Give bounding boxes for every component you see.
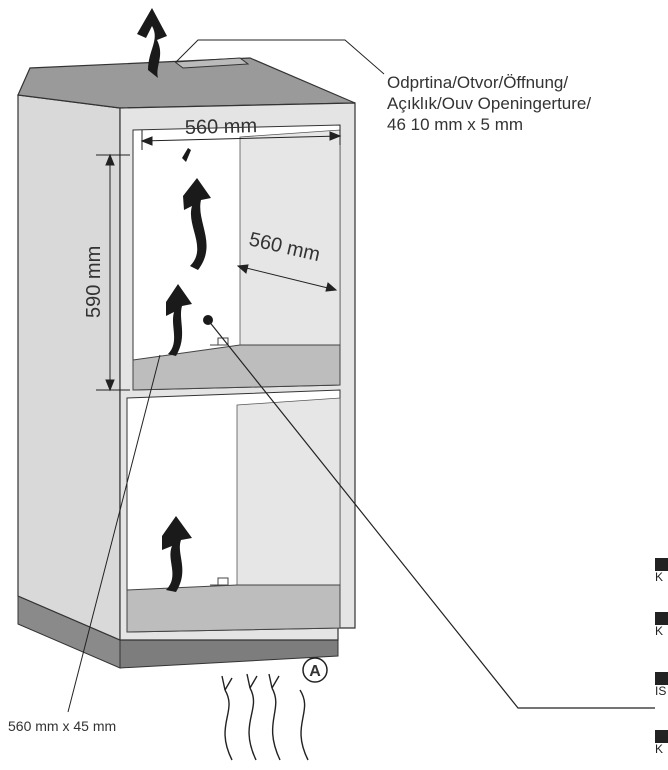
bottom-opening-label: 560 mm x 45 mm: [8, 718, 116, 734]
top-airflow-arrow: [137, 8, 167, 78]
callout-line-1: Odprtina/Otvor/Öffnung/: [387, 73, 569, 92]
dimension-height: [96, 153, 130, 392]
top-width-label: 560 mm: [185, 115, 258, 139]
hole-leader: [203, 315, 655, 709]
edge-fragment-1: K: [655, 558, 668, 583]
dimension-depth: [236, 264, 338, 292]
top-vent-notch: [174, 57, 250, 69]
edge-block-3: [655, 672, 668, 685]
edge-block-2: [655, 612, 668, 625]
marker-a: A: [302, 657, 328, 683]
upper-airflow-arrow-3: [166, 284, 192, 356]
lower-airflow-arrow: [162, 516, 192, 592]
callout-line-2: Açıklık/Ouv Openingerture/: [387, 94, 592, 113]
upper-airflow-arrow-1: [182, 148, 191, 162]
edge-fragment-3: IS: [655, 672, 668, 697]
upper-airflow-arrow-2: [183, 178, 211, 270]
edge-block-1: [655, 558, 668, 571]
marker-a-label: A: [309, 663, 321, 680]
bottom-opening-leader: [67, 354, 161, 713]
cabinet-top: [17, 57, 356, 109]
height-label: 590 mm: [83, 246, 105, 318]
edge-block-4: [655, 730, 668, 743]
callout-line-3: 46 10 mm x 5 mm: [387, 115, 524, 134]
incoming-air-lines: [221, 673, 309, 761]
edge-fragment-4: K: [655, 730, 668, 755]
cabinet-left-side: [17, 94, 121, 641]
top-opening-leader: [175, 39, 385, 75]
opening-callout: Odprtina/Otvor/Öffnung/ Açıklık/Ouv Open…: [387, 72, 591, 135]
dimension-top-width: [140, 125, 342, 150]
lower-niche: [126, 397, 341, 633]
edge-fragment-2: K: [655, 612, 668, 637]
upper-niche: [132, 129, 341, 391]
